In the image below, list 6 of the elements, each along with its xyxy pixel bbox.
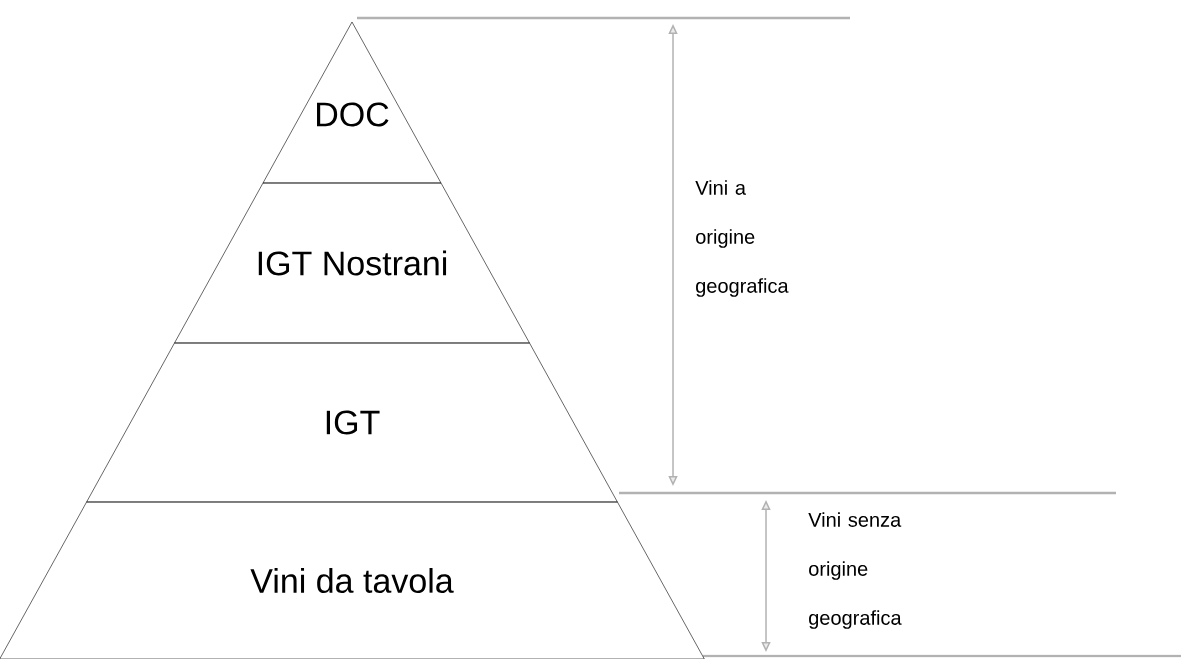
side-label: Vini senza origine geografica	[808, 512, 902, 629]
pyramid-level: IGT Nostrani	[174, 182, 530, 344]
pyramid-level: Vini da tavola	[0, 501, 705, 659]
pyramid-level: IGT	[86, 342, 618, 503]
pyramid-level: DOC	[262, 21, 442, 184]
side-label: Vini a origine geografica	[695, 180, 789, 297]
